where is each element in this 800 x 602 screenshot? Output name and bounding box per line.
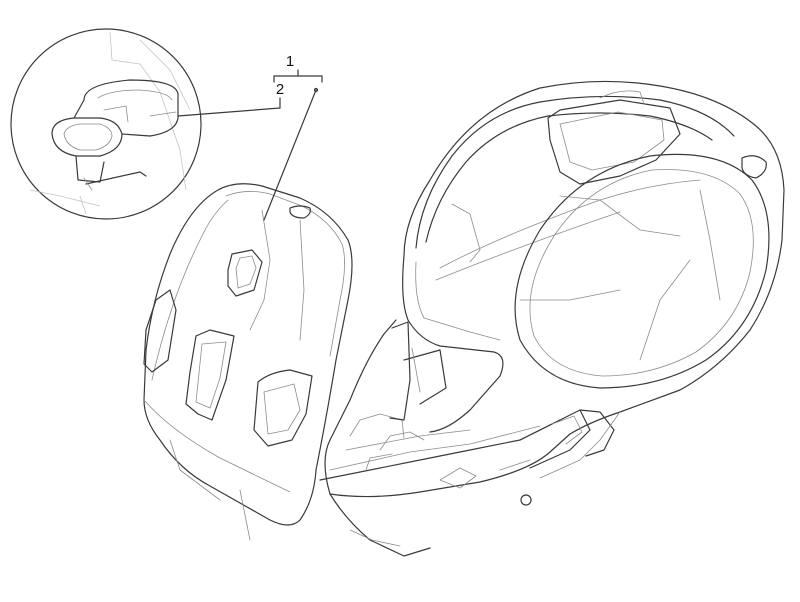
- callout-2-label: 2: [276, 81, 284, 98]
- callout-2: 2: [177, 81, 284, 117]
- main-body-part: [319, 80, 785, 557]
- bushing-part: [51, 79, 179, 191]
- detail-inset: [10, 28, 202, 220]
- callout-1: 1: [263, 53, 323, 221]
- front-shield-part: [143, 183, 353, 541]
- detail-inset-circle: [10, 28, 202, 220]
- callout-1-label: 1: [286, 53, 294, 70]
